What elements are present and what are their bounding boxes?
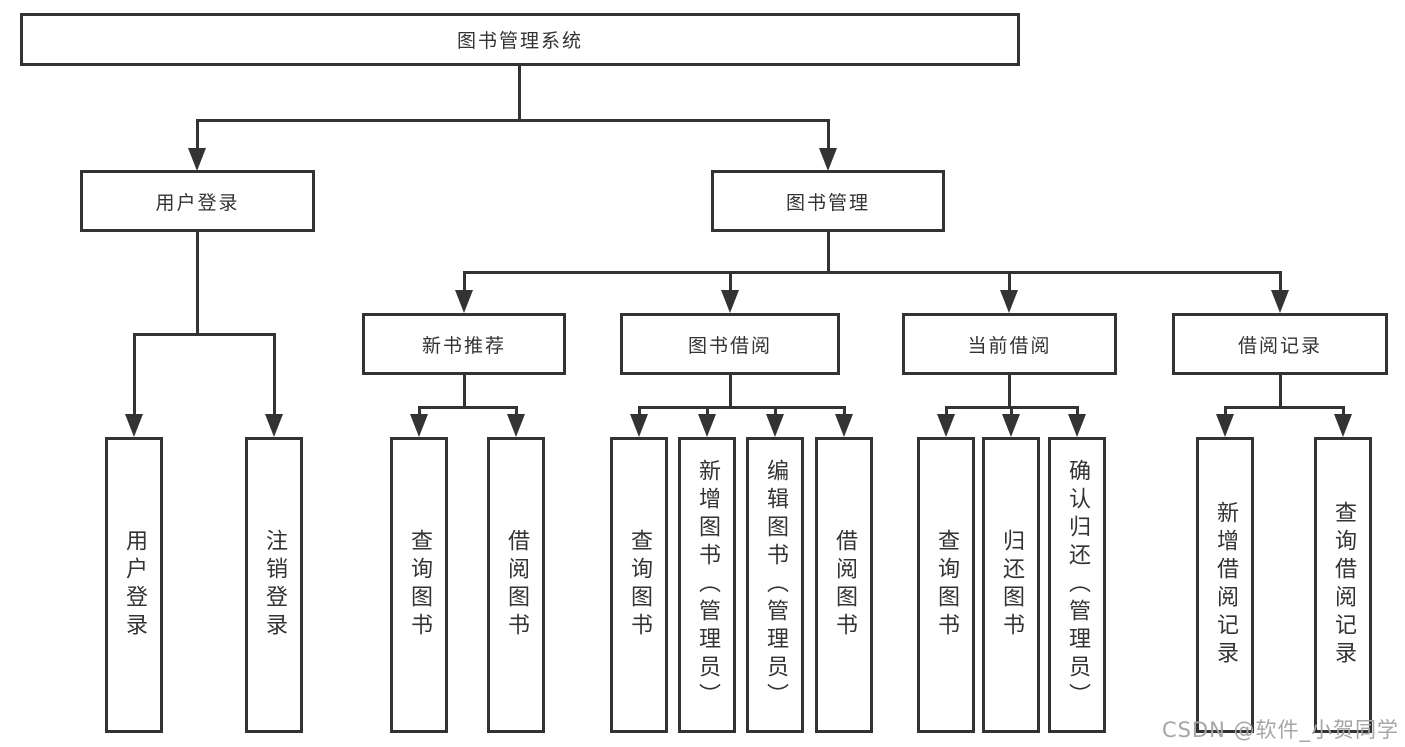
arrow-down-icon <box>937 414 955 437</box>
connector-line <box>463 375 466 408</box>
leaf-confirm-return-admin-label: 确认归还（管理员） <box>1065 459 1090 711</box>
csdn-watermark: CSDN @软件_小贺同学 <box>1161 718 1399 742</box>
node-book-management: 图书管理 <box>711 170 945 232</box>
leaf-query-borrow-record-label: 查询借阅记录 <box>1331 501 1356 669</box>
leaf-add-borrow-record: 新增借阅记录 <box>1196 437 1254 733</box>
connector-line <box>1279 271 1282 292</box>
arrow-down-icon <box>819 148 837 171</box>
connector-line <box>843 406 846 416</box>
connector-line <box>638 406 641 416</box>
connector-line <box>518 66 521 120</box>
connector-line <box>418 406 421 416</box>
node-book-management-label: 图书管理 <box>785 191 870 214</box>
arrow-down-icon <box>721 290 739 313</box>
node-book-borrowing-label: 图书借阅 <box>687 334 772 357</box>
connector-line <box>774 406 777 416</box>
connector-line <box>133 333 276 336</box>
leaf-add-books-admin-label: 新增图书（管理员） <box>695 459 720 711</box>
connector-line <box>196 119 199 150</box>
arrow-down-icon <box>1000 290 1018 313</box>
arrow-down-icon <box>835 414 853 437</box>
leaf-logout: 注销登录 <box>245 437 303 733</box>
arrow-down-icon <box>1068 414 1086 437</box>
leaf-borrowing-query-books-label: 查询图书 <box>627 529 652 641</box>
arrow-down-icon <box>1216 414 1234 437</box>
leaf-user-login: 用户登录 <box>105 437 163 733</box>
arrow-down-icon <box>630 414 648 437</box>
connector-line <box>1008 271 1011 292</box>
connector-line <box>1010 406 1013 416</box>
arrow-down-icon <box>698 414 716 437</box>
arrow-down-icon <box>265 414 283 437</box>
arrow-down-icon <box>507 414 525 437</box>
connector-line <box>1224 406 1345 409</box>
node-current-borrowing-label: 当前借阅 <box>967 334 1052 357</box>
leaf-newbook-borrow-books: 借阅图书 <box>487 437 545 733</box>
connector-line <box>463 271 1281 274</box>
leaf-confirm-return-admin: 确认归还（管理员） <box>1048 437 1106 733</box>
arrow-down-icon <box>1271 290 1289 313</box>
leaf-newbook-borrow-books-label: 借阅图书 <box>504 529 529 641</box>
connector-line <box>1342 406 1345 416</box>
leaf-borrowing-query-books: 查询图书 <box>610 437 668 733</box>
leaf-add-borrow-record-label: 新增借阅记录 <box>1213 501 1238 669</box>
arrow-down-icon <box>766 414 784 437</box>
leaf-current-query-books: 查询图书 <box>917 437 975 733</box>
connector-line <box>827 232 830 273</box>
node-new-book-recommend-label: 新书推荐 <box>421 334 506 357</box>
connector-line <box>133 333 136 416</box>
leaf-return-books: 归还图书 <box>982 437 1040 733</box>
leaf-query-borrow-record: 查询借阅记录 <box>1314 437 1372 733</box>
node-user-login-label: 用户登录 <box>155 191 240 214</box>
connector-line <box>196 232 199 335</box>
leaf-borrow-books-label: 借阅图书 <box>832 529 857 641</box>
leaf-current-query-books-label: 查询图书 <box>934 529 959 641</box>
connector-line <box>418 406 518 409</box>
node-root-label: 图书管理系统 <box>456 30 583 52</box>
leaf-edit-books-admin-label: 编辑图书（管理员） <box>763 459 788 711</box>
node-borrowing-records: 借阅记录 <box>1172 313 1388 375</box>
node-borrowing-records-label: 借阅记录 <box>1237 334 1322 357</box>
arrow-down-icon <box>1334 414 1352 437</box>
arrow-down-icon <box>125 414 143 437</box>
connector-line <box>463 271 466 292</box>
arrow-down-icon <box>410 414 428 437</box>
connector-line <box>1279 375 1282 408</box>
connector-line <box>515 406 518 416</box>
node-root-system: 图书管理系统 <box>20 13 1020 66</box>
leaf-edit-books-admin: 编辑图书（管理员） <box>746 437 804 733</box>
connector-line <box>729 375 732 408</box>
connector-line <box>827 119 830 150</box>
leaf-borrow-books: 借阅图书 <box>815 437 873 733</box>
node-user-login: 用户登录 <box>80 170 315 232</box>
leaf-return-books-label: 归还图书 <box>999 529 1024 641</box>
arrow-down-icon <box>1002 414 1020 437</box>
connector-line <box>1008 375 1011 408</box>
node-current-borrowing: 当前借阅 <box>902 313 1117 375</box>
arrow-down-icon <box>455 290 473 313</box>
arrow-down-icon <box>188 148 206 171</box>
connector-line <box>1076 406 1079 416</box>
node-new-book-recommend: 新书推荐 <box>362 313 566 375</box>
node-book-borrowing: 图书借阅 <box>620 313 840 375</box>
leaf-add-books-admin: 新增图书（管理员） <box>678 437 736 733</box>
leaf-user-login-label: 用户登录 <box>122 529 147 641</box>
connector-line <box>945 406 948 416</box>
connector-line <box>1224 406 1227 416</box>
connector-line <box>273 333 276 416</box>
connector-line <box>706 406 709 416</box>
connector-line <box>196 119 830 122</box>
connector-line <box>638 406 846 409</box>
leaf-logout-label: 注销登录 <box>262 529 287 641</box>
leaf-newbook-query-books: 查询图书 <box>390 437 448 733</box>
leaf-newbook-query-books-label: 查询图书 <box>407 529 432 641</box>
connector-line <box>729 271 732 292</box>
